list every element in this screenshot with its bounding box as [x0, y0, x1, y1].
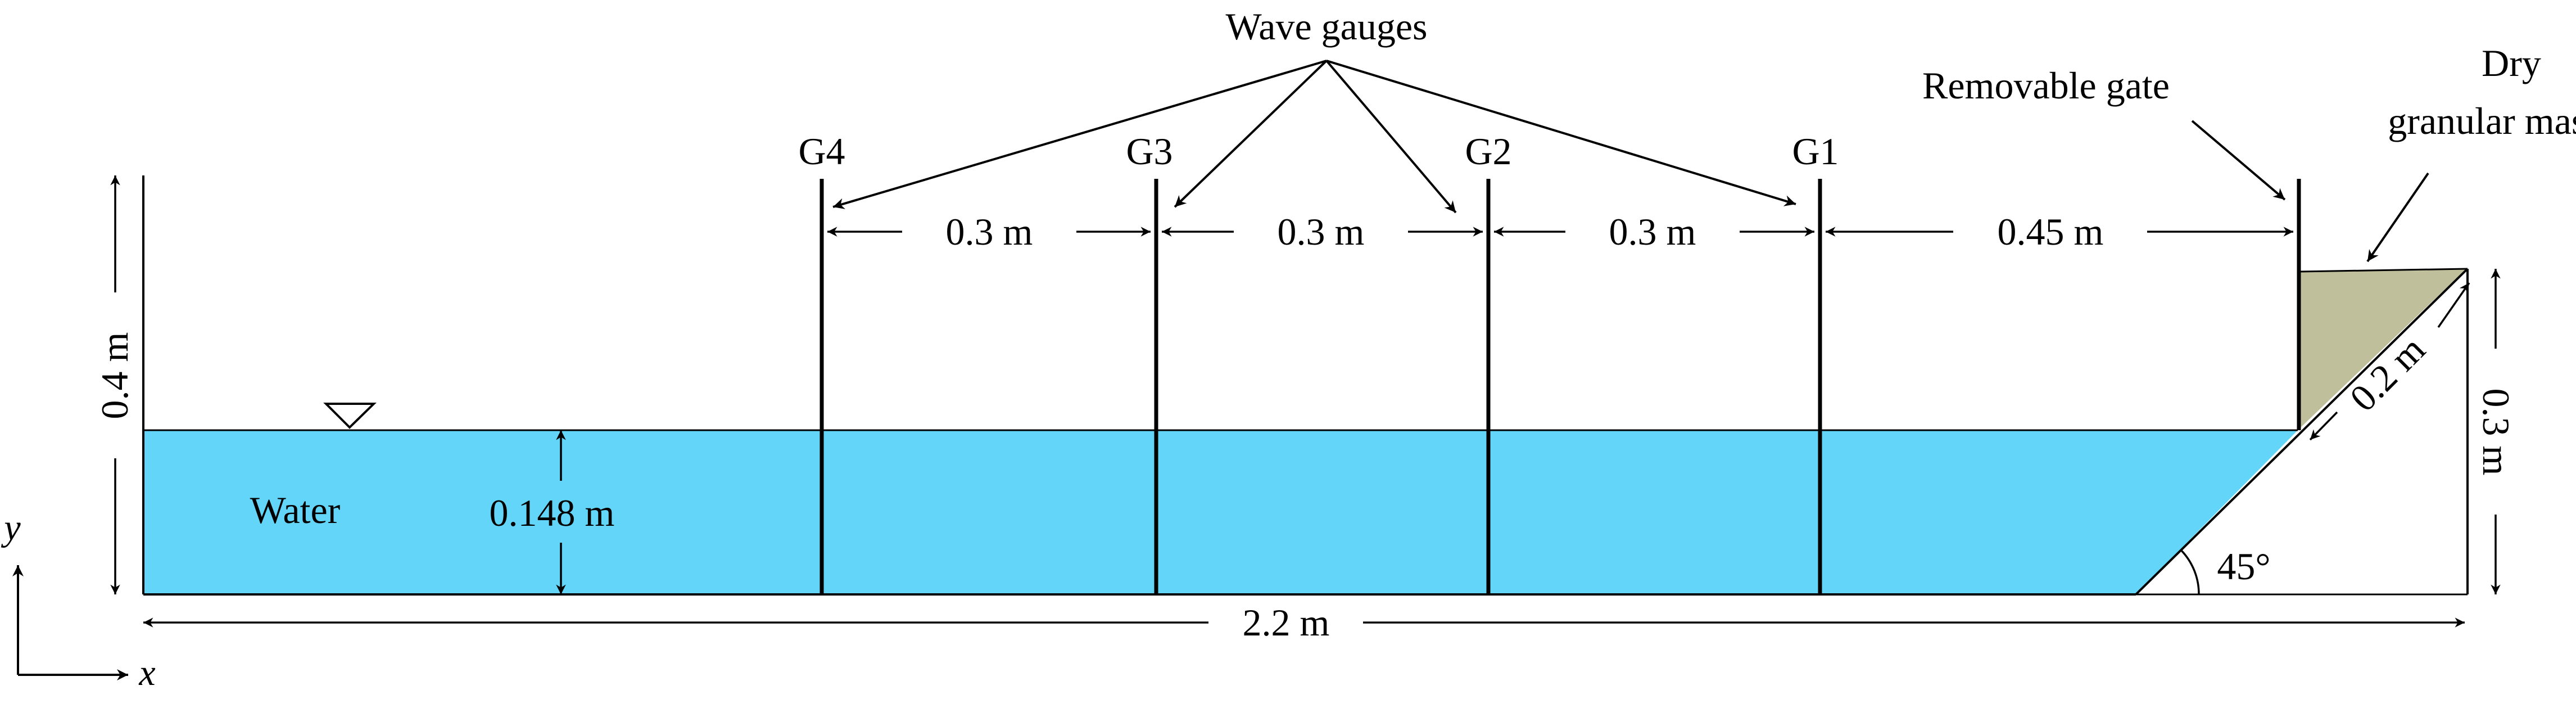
- gauge-label-g2: G2: [1465, 130, 1511, 173]
- slope-height-label: 0.3 m: [2475, 389, 2518, 476]
- dry-granular-label-line1: Dry: [2482, 42, 2541, 84]
- gauge-label-g3: G3: [1126, 130, 1172, 173]
- wave-gauge-pointers: [832, 60, 1796, 214]
- granular-mass: [2298, 269, 2466, 430]
- tank-height-label: 0.4 m: [93, 332, 136, 420]
- water-label: Water: [250, 489, 341, 531]
- granular-top-line: [2298, 268, 2468, 273]
- gauge-label-g4: G4: [798, 130, 845, 173]
- wave-gauges-label: Wave gauges: [1226, 5, 1428, 48]
- angle-label: 45°: [2217, 545, 2270, 588]
- gate-pointer: [2191, 120, 2286, 201]
- spacing-label-g2-g1: 0.3 m: [1609, 210, 1696, 253]
- axis-y-label: y: [1, 507, 21, 548]
- gauge-label-g1: G1: [1792, 130, 1839, 173]
- granular-pointer: [2366, 172, 2429, 263]
- water-body: [143, 430, 2298, 594]
- coordinate-axes: [12, 565, 128, 680]
- removable-gate-label: Removable gate: [1922, 64, 2170, 107]
- spacing-label-g1-gate: 0.45 m: [1998, 210, 2104, 253]
- free-surface-symbol: [323, 403, 377, 429]
- dry-granular-label-line2: granular mass: [2388, 100, 2576, 142]
- spacing-label-g4-g3: 0.3 m: [946, 210, 1033, 253]
- angle-arc: [2180, 549, 2200, 595]
- axis-x-label: x: [138, 652, 155, 693]
- slope-length-dimension: [2309, 282, 2470, 441]
- tank-length-label: 2.2 m: [1243, 601, 1330, 644]
- spacing-label-g3-g2: 0.3 m: [1278, 210, 1365, 253]
- water-depth-label: 0.148 m: [490, 491, 615, 534]
- slope-line: [2135, 268, 2469, 596]
